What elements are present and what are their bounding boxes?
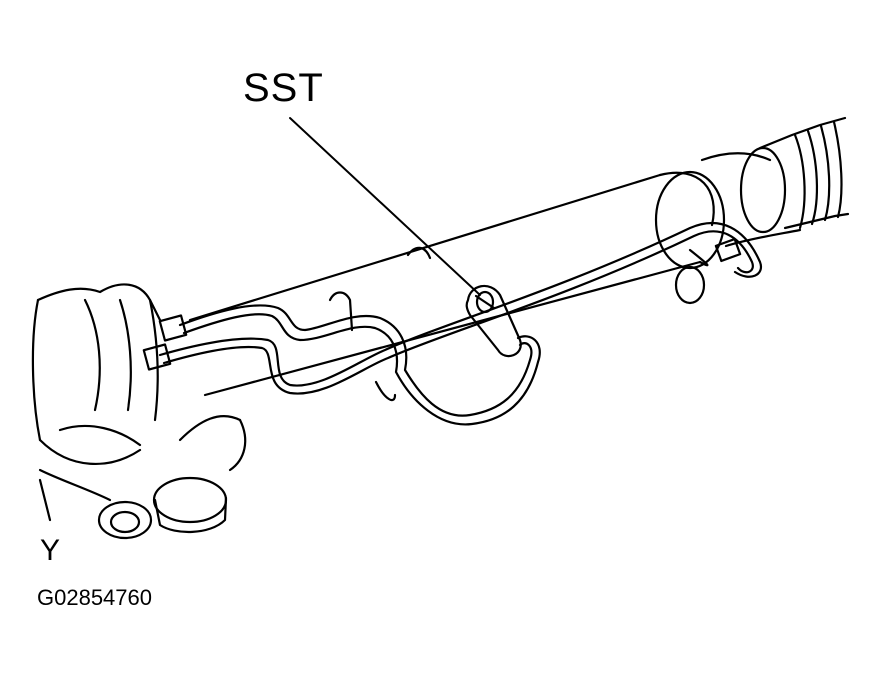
sst-leader-line (289, 117, 481, 296)
rack-boot (654, 116, 850, 305)
figure-code-label: G02854760 (37, 585, 152, 610)
right-fitting (714, 237, 742, 263)
tube-brackets (328, 246, 432, 402)
hydraulic-lines (158, 222, 763, 426)
gear-housing (31, 283, 247, 540)
sst-label: SST (243, 66, 324, 110)
fitting-nuts (142, 314, 188, 371)
rack-tube (188, 171, 715, 397)
sst-tool (465, 284, 522, 358)
view-marker-label: Y (40, 534, 61, 567)
